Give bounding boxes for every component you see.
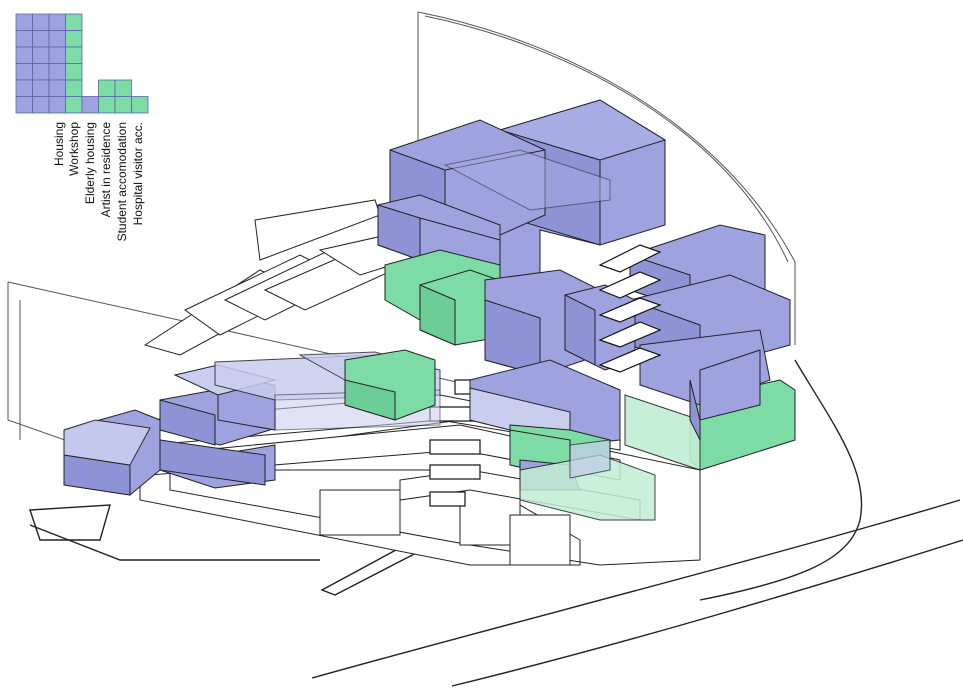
legend-cell <box>98 96 116 114</box>
legend-cell <box>32 63 50 81</box>
legend-cell <box>32 79 50 97</box>
legend-cell <box>131 96 149 114</box>
legend-cell <box>65 46 83 64</box>
glass-wall <box>417 11 796 345</box>
legend-label-artist-in-residence: Artist in residence <box>99 122 113 218</box>
legend-cell <box>32 30 50 48</box>
legend-cell <box>65 79 83 97</box>
legend-cell <box>32 46 50 64</box>
legend-cell <box>114 79 132 97</box>
legend-cell <box>48 30 66 48</box>
legend-cell <box>32 13 50 31</box>
legend-grid <box>15 13 149 114</box>
legend-cell <box>15 79 33 97</box>
legend-cell <box>98 79 116 97</box>
legend-label-workshop: Workshop <box>67 122 81 176</box>
legend-cell <box>48 46 66 64</box>
front-building <box>63 349 701 566</box>
legend-cell <box>65 63 83 81</box>
legend-cell <box>15 13 33 31</box>
legend-label-housing: Housing <box>52 122 66 167</box>
legend-label-elderly-housing: Elderly housing <box>83 122 97 205</box>
legend-cell <box>15 30 33 48</box>
legend-label-student-accomodation: Student accomodation <box>115 122 129 242</box>
legend-cell <box>114 96 132 114</box>
legend-cell <box>15 46 33 64</box>
legend-label-hospital-visitor: Hospital visitor acc. <box>131 122 145 226</box>
tower-back <box>377 99 796 471</box>
legend-cell <box>81 96 99 114</box>
legend-cell <box>32 96 50 114</box>
legend-cell <box>15 63 33 81</box>
legend-cell <box>15 96 33 114</box>
legend-cell <box>65 96 83 114</box>
legend-cell <box>48 79 66 97</box>
legend-cell <box>48 96 66 114</box>
legend-cell <box>65 30 83 48</box>
legend-cell <box>48 13 66 31</box>
legend-cell <box>48 63 66 81</box>
legend-cell <box>65 13 83 31</box>
